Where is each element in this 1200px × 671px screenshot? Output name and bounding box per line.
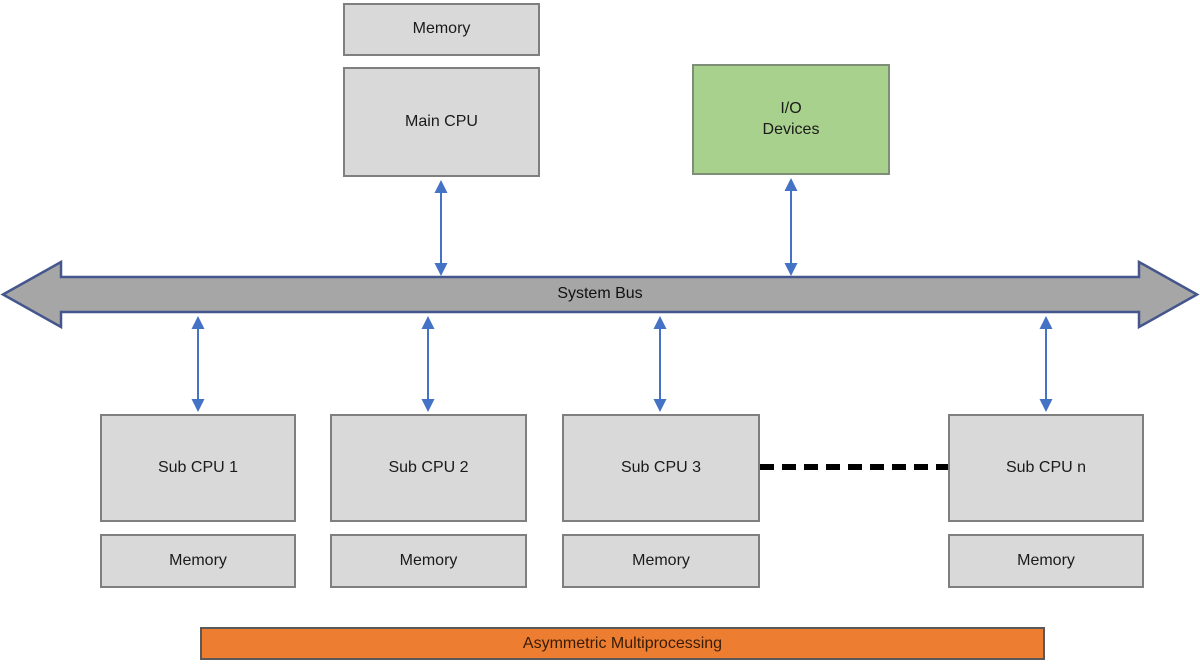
node-sub-cpu-3: Sub CPU 3 xyxy=(562,414,760,522)
connector-arrow-bus-subcpu1 xyxy=(191,316,205,412)
connector-arrow-bus-subcpun xyxy=(1039,316,1053,412)
node-memory-2-label: Memory xyxy=(399,551,458,569)
node-sub-cpu-3-label: Sub CPU 3 xyxy=(620,458,702,476)
node-top-memory-label: Memory xyxy=(412,20,471,38)
node-sub-cpu-1: Sub CPU 1 xyxy=(100,414,296,522)
node-io-devices-label: I/O Devices xyxy=(762,99,820,138)
node-main-cpu: Main CPU xyxy=(343,67,540,177)
node-memory-1-label: Memory xyxy=(169,551,227,569)
node-memory-1: Memory xyxy=(100,534,296,588)
diagram-title-label: Asymmetric Multiprocessing xyxy=(522,634,723,652)
node-memory-n-label: Memory xyxy=(1017,551,1075,569)
node-main-cpu-label: Main CPU xyxy=(405,112,478,130)
node-top-memory: Memory xyxy=(343,3,540,56)
node-sub-cpu-n-label: Sub CPU n xyxy=(1005,458,1087,476)
node-sub-cpu-2: Sub CPU 2 xyxy=(330,414,527,522)
connector-arrow-io-bus xyxy=(784,178,798,276)
system-bus-arrow xyxy=(0,259,1200,330)
connector-arrow-bus-subcpu3 xyxy=(653,316,667,412)
node-io-devices: I/O Devices xyxy=(692,64,890,175)
connector-arrow-bus-subcpu2 xyxy=(421,316,435,412)
node-sub-cpu-n: Sub CPU n xyxy=(948,414,1144,522)
node-sub-cpu-2-label: Sub CPU 2 xyxy=(388,458,469,476)
node-sub-cpu-1-label: Sub CPU 1 xyxy=(157,458,239,476)
diagram-title-banner: Asymmetric Multiprocessing xyxy=(200,627,1045,660)
dashed-continuation-connector xyxy=(760,464,948,470)
node-memory-n: Memory xyxy=(948,534,1144,588)
node-memory-3: Memory xyxy=(562,534,760,588)
node-memory-3-label: Memory xyxy=(632,551,690,569)
connector-arrow-main-cpu-bus xyxy=(434,180,448,276)
node-memory-2: Memory xyxy=(330,534,527,588)
